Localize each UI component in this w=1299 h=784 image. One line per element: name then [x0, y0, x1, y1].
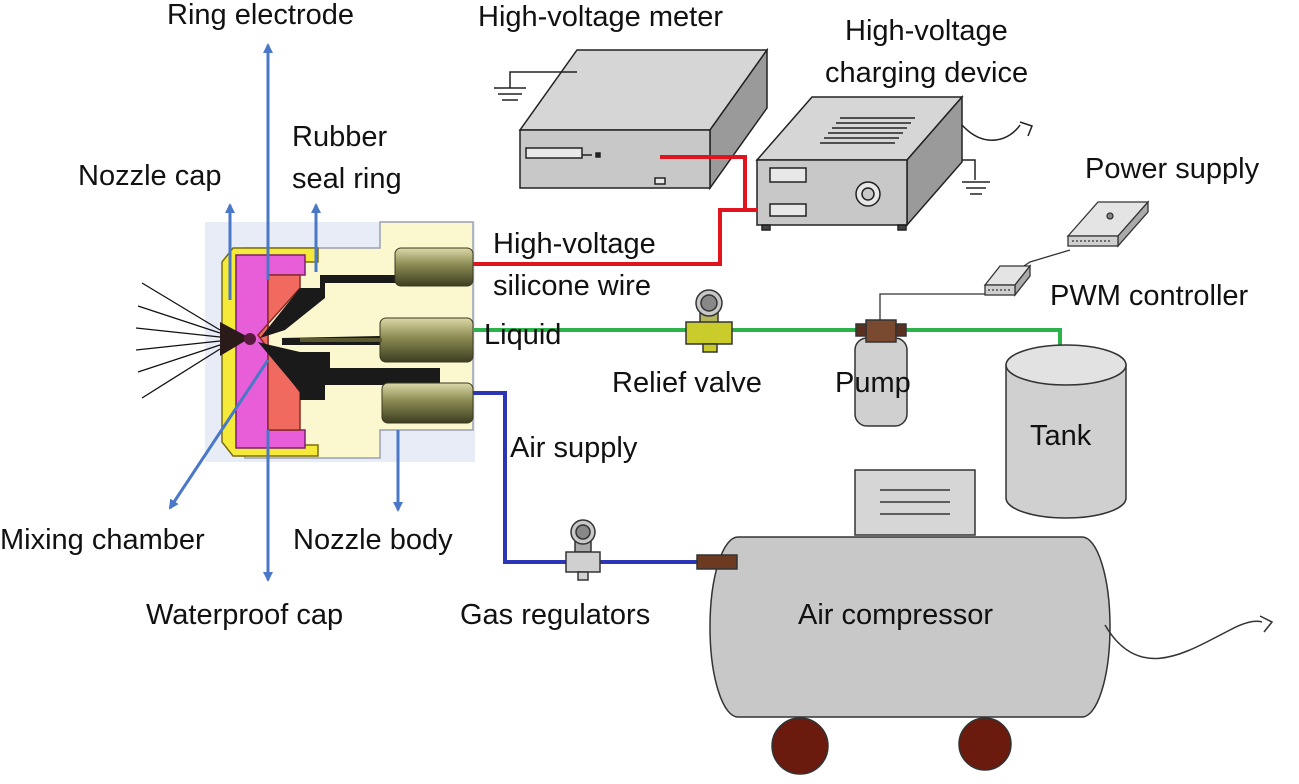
label-air-supply: Air supply — [510, 432, 638, 464]
label-power-supply: Power supply — [1085, 153, 1260, 185]
pointer-arrows — [168, 43, 403, 582]
label-air-compressor: Air compressor — [798, 599, 993, 631]
label-rubber-1: Rubber — [292, 121, 387, 153]
tank — [1005, 344, 1127, 519]
compressor-wheel-left — [771, 717, 829, 775]
label-gas-regulators: Gas regulators — [460, 599, 650, 631]
label-charging-device-2: charging device — [825, 57, 1028, 89]
label-silicone-wire-2: silicone wire — [493, 270, 651, 302]
high-voltage-charging-device — [755, 95, 1033, 231]
high-voltage-meter — [494, 47, 769, 191]
label-mixing-chamber: Mixing chamber — [0, 524, 205, 556]
label-pump: Pump — [835, 367, 911, 399]
spray-lines — [135, 282, 221, 399]
air-compressor — [696, 469, 1274, 775]
pump — [854, 319, 908, 427]
cylinder-bottom — [381, 382, 474, 424]
label-rubber-2: seal ring — [292, 163, 402, 195]
label-high-voltage-meter: High-voltage meter — [478, 1, 723, 33]
power-supply-device — [1066, 200, 1150, 248]
control-wires — [879, 249, 1071, 320]
label-nozzle-body: Nozzle body — [293, 524, 453, 556]
air-line — [473, 391, 700, 564]
label-waterproof-cap: Waterproof cap — [146, 599, 343, 631]
cylinder-mid — [379, 317, 474, 363]
high-voltage-wires — [473, 155, 758, 266]
internal-channel-top — [260, 262, 403, 338]
label-liquid: Liquid — [484, 319, 561, 351]
mixing-chamber-arrow — [168, 359, 270, 510]
relief-valve — [685, 289, 733, 353]
label-relief-valve: Relief valve — [612, 367, 762, 399]
label-pwm-controller: PWM controller — [1050, 280, 1249, 312]
compressor-wheel-right — [958, 717, 1012, 771]
label-nozzle-cap: Nozzle cap — [78, 160, 221, 192]
cylinder-top — [394, 247, 474, 287]
labels: Ring electrode High-voltage meter High-v… — [0, 0, 1260, 631]
pwm-controller-device — [983, 264, 1032, 297]
label-tank: Tank — [1030, 420, 1092, 452]
label-ring-electrode: Ring electrode — [167, 0, 354, 31]
internal-channel-bottom — [258, 342, 440, 400]
gas-regulator — [565, 519, 601, 581]
label-charging-device-1: High-voltage — [845, 15, 1008, 47]
label-silicone-wire-1: High-voltage — [493, 228, 656, 260]
nozzle-assembly — [135, 221, 475, 462]
orifice — [244, 333, 256, 345]
mixing-chamber-shape — [220, 322, 250, 356]
